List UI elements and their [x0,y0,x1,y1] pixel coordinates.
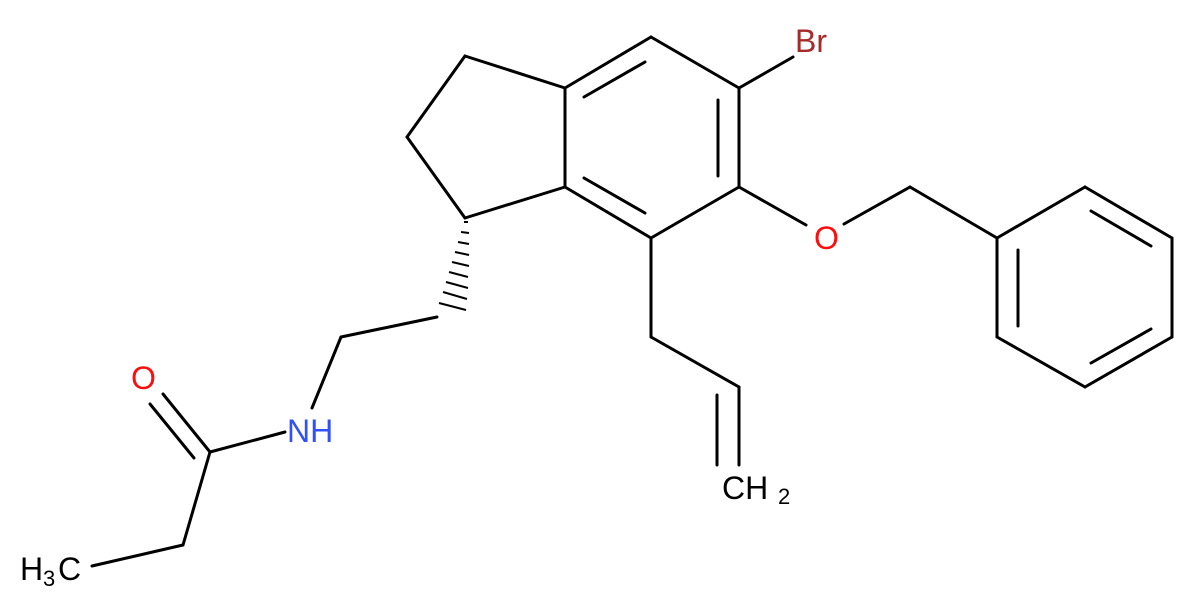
bond [1089,327,1153,365]
carbonyl-oxygen-label: O [131,360,156,396]
bond [339,315,439,339]
bond [90,543,185,568]
bond [995,185,1087,240]
svg-text:C: C [58,551,81,587]
bond [405,54,467,139]
bond [649,185,741,240]
bond [310,335,343,410]
terminal-methylene-label: CH 2 [722,470,790,509]
bond [161,392,212,454]
bonds [90,35,1174,568]
bond [582,176,647,215]
bond [1083,185,1174,240]
bond [563,35,653,90]
bromine-label: Br [795,23,827,59]
bond [737,55,795,90]
svg-text:H: H [20,551,43,587]
bond [463,54,567,90]
bond [842,185,912,226]
bond [463,185,567,220]
bond [148,402,196,460]
svg-text:CH: CH [722,470,768,506]
bond [405,135,467,220]
bond [1089,209,1153,248]
bond [563,185,653,240]
bond [208,430,287,454]
hashed-wedge-bond [438,221,470,311]
svg-text:2: 2 [778,484,790,509]
bond [649,35,741,90]
bond [908,185,999,240]
methyl-label: H 3 C [20,551,81,591]
bond [582,60,647,99]
ether-oxygen-label: O [814,220,839,256]
bond [181,450,212,547]
bond [1083,335,1174,389]
bond [737,185,808,227]
amide-nitrogen-label: NH [287,413,333,449]
bond [649,335,741,389]
svg-text:3: 3 [43,566,55,591]
bond [995,335,1087,389]
